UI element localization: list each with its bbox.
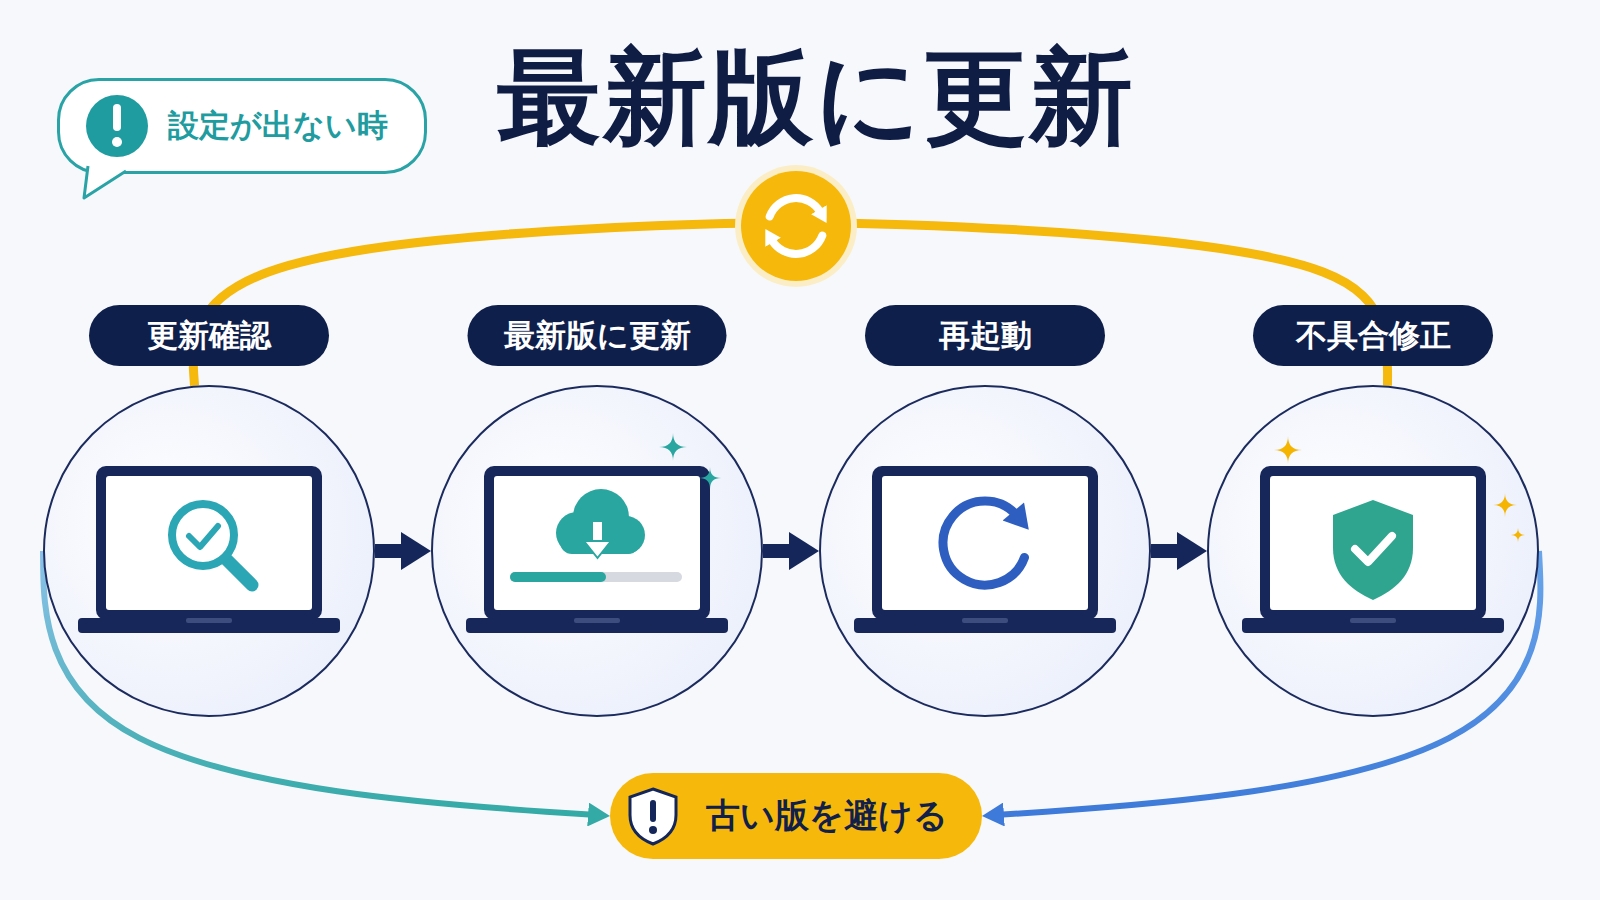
sync-halo <box>735 165 857 287</box>
connector-group <box>43 223 1540 815</box>
sync-arrow <box>772 236 823 254</box>
callout-bubble: 設定が出ない時 <box>57 78 427 174</box>
node-label: 古い版を避ける <box>706 793 948 839</box>
sync-arrow <box>770 198 821 216</box>
step-arrow <box>763 544 790 558</box>
warning-pill: 古い版を避ける <box>610 773 982 859</box>
step-label: 最新版に更新 <box>468 305 727 366</box>
cycle-arc <box>193 223 1387 386</box>
step-circle: 不具合修正 <box>1207 385 1539 717</box>
diagram-title: 最新版に更新 <box>316 32 1316 162</box>
step-label: 更新確認 <box>89 305 329 366</box>
step-arrow <box>375 544 402 558</box>
node-label: 設定が出ない時 <box>168 105 388 147</box>
step-arrow <box>1151 544 1178 558</box>
step-label: 不具合修正 <box>1253 305 1493 366</box>
step-circle: 再起動 <box>819 385 1151 717</box>
step-label: 再起動 <box>865 305 1105 366</box>
step-circle: 最新版に更新 <box>431 385 763 717</box>
sync-icon <box>741 171 851 281</box>
step-circle: 更新確認 <box>43 385 375 717</box>
